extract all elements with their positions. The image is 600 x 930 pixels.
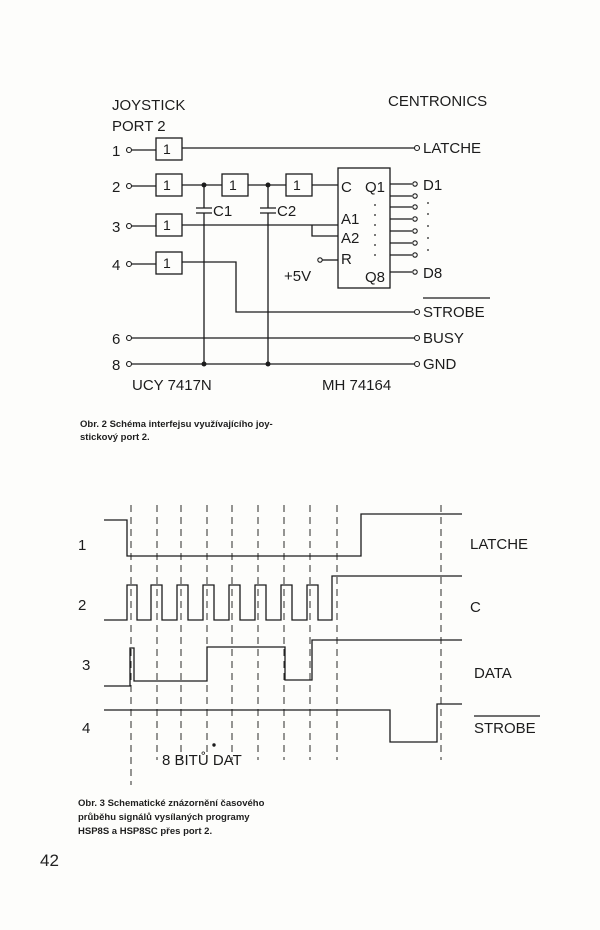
- data-signal-name: DATA: [474, 665, 512, 682]
- latche-waveform: [104, 513, 462, 557]
- pin-1-label: 1: [112, 143, 120, 160]
- figure-3-timing-diagram: 1 2 3 4 LATCHE C DATA STROBE 8 BITŮ DAT: [78, 505, 540, 785]
- busy-label: BUSY: [423, 330, 464, 347]
- gate-1-label: 1: [163, 141, 171, 157]
- gate-4-label: 1: [293, 177, 301, 193]
- ic-left-label: UCY 7417N: [132, 377, 212, 394]
- capacitor-c1: [196, 185, 212, 363]
- chip-output-lines: [374, 181, 429, 275]
- pin-8-label: 8: [112, 357, 120, 374]
- figure-3-caption-line-2: průběhu signálů vysílaných programy: [78, 812, 250, 823]
- gnd-label: GND: [423, 356, 457, 373]
- latche-label: LATCHE: [423, 140, 481, 157]
- figure-2-caption-line-2: stickový port 2.: [80, 432, 150, 443]
- figure-2-schematic: JOYSTICK PORT 2 CENTRONICS 1 2 3 4 6 8 1…: [112, 93, 490, 394]
- c-signal-name: C: [470, 599, 481, 616]
- c2-label: C2: [277, 203, 296, 220]
- gate-3-label: 1: [229, 177, 237, 193]
- chip-pin-r: R: [341, 251, 352, 268]
- port-label: PORT 2: [112, 118, 166, 135]
- chip-pin-a1: A1: [341, 211, 359, 228]
- pin-6-label: 6: [112, 331, 120, 348]
- ic-right-label: MH 74164: [322, 377, 391, 394]
- strobe-signal-name: STROBE: [474, 720, 536, 737]
- data-waveform: [104, 639, 462, 687]
- buffer-gate-6: [155, 251, 183, 275]
- row-4-number: 4: [82, 720, 90, 737]
- figure-3-caption-line-1: Obr. 3 Schematické znázornění časového: [78, 798, 265, 809]
- page-number: 42: [40, 851, 59, 870]
- pin-8-terminal: [125, 360, 133, 368]
- c1-label: C1: [213, 203, 232, 220]
- gate-5-label: 1: [163, 217, 171, 233]
- timing-guides: [130, 505, 442, 785]
- row-3-number: 3: [82, 657, 90, 674]
- pin-4-terminal: [125, 260, 133, 268]
- latche-signal-name: LATCHE: [470, 536, 528, 553]
- busy-terminal: [413, 334, 421, 342]
- d1-label: D1: [423, 177, 442, 194]
- gate-2-label: 1: [163, 177, 171, 193]
- pin-6-terminal: [125, 334, 133, 342]
- pin-3-terminal: [125, 222, 133, 230]
- gnd-terminal: [413, 360, 421, 368]
- clock-waveform: [104, 575, 462, 621]
- figure-3-caption-line-3: HSP8S a HSP8SC přes port 2.: [78, 826, 212, 837]
- shift-register-chip: [337, 167, 391, 289]
- chip-pin-c: C: [341, 179, 352, 196]
- strobe-label: STROBE: [423, 304, 485, 321]
- data-wire: [182, 224, 338, 237]
- junction-c2-gnd: [265, 361, 271, 367]
- pin-4-label: 4: [112, 257, 120, 274]
- capacitor-c2: [260, 185, 276, 363]
- joystick-label: JOYSTICK: [112, 97, 185, 114]
- centronics-label: CENTRONICS: [388, 93, 487, 110]
- buffer-gate-1: [155, 137, 183, 161]
- d8-label: D8: [423, 265, 442, 282]
- strobe-wire: [182, 261, 414, 313]
- chip-pin-q8: Q8: [365, 269, 385, 286]
- pin-1-terminal: [125, 146, 133, 154]
- pin-2-label: 2: [112, 179, 120, 196]
- chip-pin-a2: A2: [341, 230, 359, 247]
- row-1-number: 1: [78, 537, 86, 554]
- chip-pin-q1: Q1: [365, 179, 385, 196]
- row-2-number: 2: [78, 597, 86, 614]
- latche-terminal: [413, 144, 421, 152]
- pin-3-label: 3: [112, 219, 120, 236]
- pin-2-terminal: [125, 182, 133, 190]
- junction-c1-gnd: [201, 361, 207, 367]
- gate-6-label: 1: [163, 255, 171, 271]
- bits-label: 8 BITŮ DAT: [162, 751, 242, 769]
- input-wires: [132, 149, 156, 265]
- bits-label-accent: [212, 743, 216, 747]
- strobe-waveform: [104, 703, 462, 743]
- supply-label: +5V: [284, 268, 311, 285]
- supply-terminal: [317, 257, 323, 263]
- figure-2-caption-line-1: Obr. 2 Schéma interfejsu využívajícího j…: [80, 419, 273, 430]
- strobe-terminal: [413, 308, 421, 316]
